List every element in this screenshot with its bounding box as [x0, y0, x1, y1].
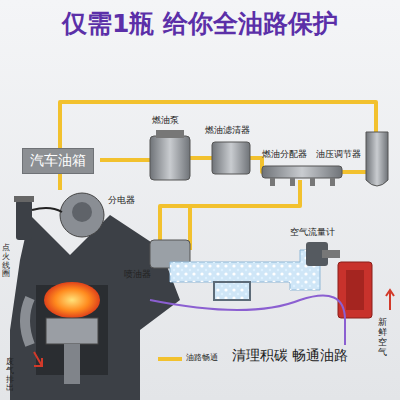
- part-label: 喷油器: [124, 270, 151, 280]
- tank-box: 汽车油箱: [22, 148, 94, 174]
- part-label: 空气流量计: [290, 228, 335, 238]
- part-label: 分电器: [108, 196, 135, 206]
- legend-text: 油路畅通: [186, 354, 218, 363]
- title: 仅需1瓶 给你全油路保护: [62, 10, 338, 38]
- part-label: 废气排出: [6, 358, 14, 393]
- part-label: 新鲜空气: [378, 318, 387, 358]
- part-label: 燃油滤清器: [205, 126, 250, 136]
- legend-swatch: [158, 357, 182, 361]
- part-label: 点火线圈: [2, 244, 10, 279]
- part-label: 燃油分配器: [262, 150, 307, 160]
- part-label: 燃油泵: [152, 116, 179, 126]
- caption: 清理积碳 畅通油路: [232, 348, 348, 363]
- box-text: 汽车油箱: [30, 153, 86, 168]
- part-label: 油压调节器: [316, 150, 361, 160]
